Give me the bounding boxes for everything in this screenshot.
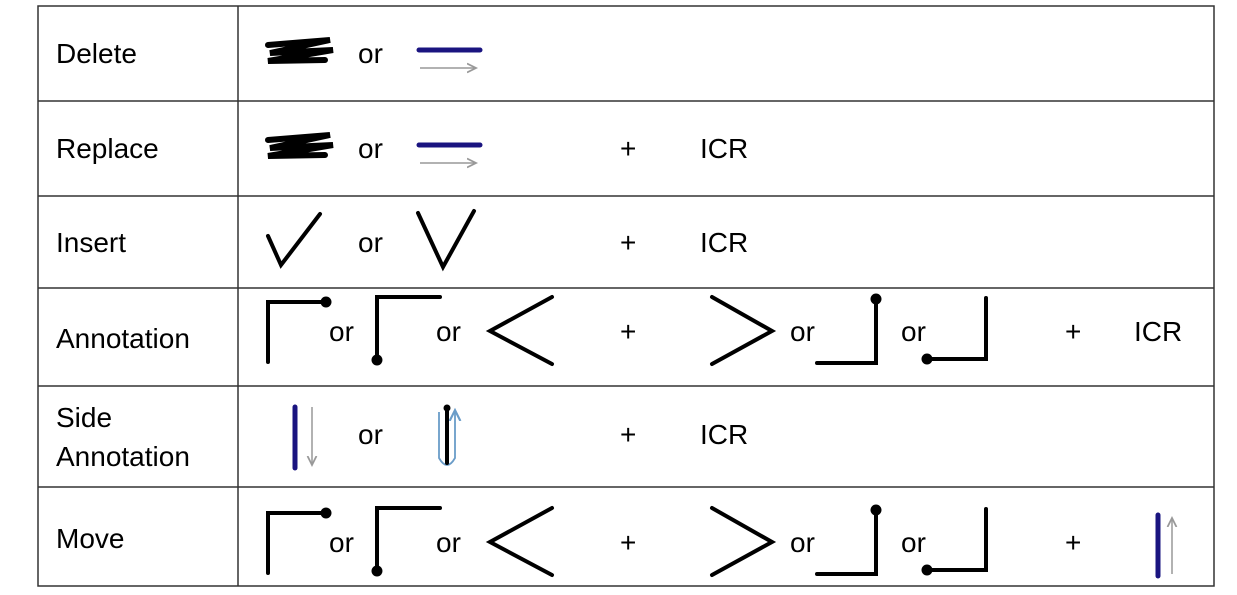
horizontal-line-gesture-icon (419, 50, 480, 68)
row-move: Move or or + or or + (56, 504, 1172, 579)
scribble-gesture-icon (268, 135, 333, 156)
icr-text: ICR (700, 133, 748, 164)
plus-text: + (620, 419, 636, 450)
scribble-gesture-icon (268, 40, 333, 61)
plus-text: + (620, 133, 636, 164)
row-label: Insert (56, 227, 126, 258)
vertical-line-up-gesture-icon (1155, 512, 1172, 579)
row-side-annotation: Side Annotation or + ICR (56, 402, 748, 472)
row-delete: Delete or (56, 38, 480, 69)
plus-text: + (620, 227, 636, 258)
row-label: Annotation (56, 323, 190, 354)
loop-gesture-icon (438, 404, 455, 466)
v-gesture-icon (416, 209, 476, 272)
or-text: or (436, 316, 461, 347)
row-label-line2: Annotation (56, 441, 190, 472)
or-text: or (790, 316, 815, 347)
or-text: or (436, 527, 461, 558)
or-text: or (358, 38, 383, 69)
row-label-line1: Side (56, 402, 112, 433)
row-replace: Replace or + ICR (56, 133, 748, 164)
icr-text: ICR (1134, 316, 1182, 347)
plus-text: + (620, 316, 636, 347)
row-label: Delete (56, 38, 137, 69)
check-gesture-icon (266, 212, 322, 269)
icr-text: ICR (700, 227, 748, 258)
table-grid (37, 5, 1215, 587)
row-annotation: Annotation or or + or or + ICR (56, 293, 1182, 366)
plus-text: + (620, 527, 636, 558)
or-text: or (790, 527, 815, 558)
vertical-line-gesture-icon (292, 404, 312, 471)
icr-text: ICR (700, 419, 748, 450)
or-text: or (358, 133, 383, 164)
plus-text: + (1065, 316, 1081, 347)
or-text: or (901, 527, 926, 558)
row-insert: Insert or + ICR (56, 209, 748, 272)
or-text: or (329, 527, 354, 558)
or-text: or (358, 419, 383, 450)
plus-text: + (1065, 527, 1081, 558)
row-label: Replace (56, 133, 159, 164)
horizontal-line-gesture-icon (419, 145, 480, 163)
or-text: or (329, 316, 354, 347)
or-text: or (901, 316, 926, 347)
row-label: Move (56, 523, 124, 554)
or-text: or (358, 227, 383, 258)
